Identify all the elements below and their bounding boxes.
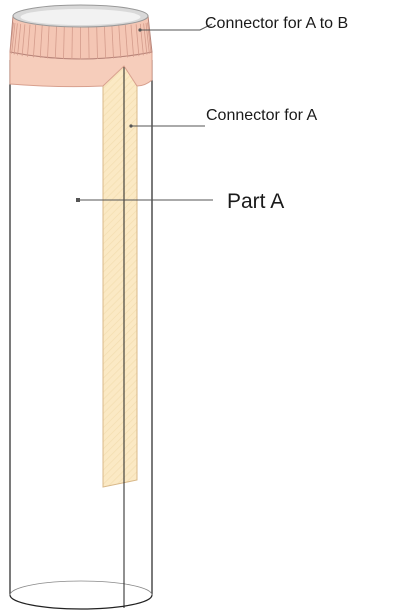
label-connector-a-to-b: Connector for A to B bbox=[205, 15, 348, 32]
ring-rib bbox=[21, 24, 26, 57]
ring-rib bbox=[9, 22, 14, 53]
ring-rib bbox=[71, 25, 73, 60]
ring-rib bbox=[54, 25, 57, 59]
ring-rib bbox=[145, 22, 150, 54]
ring-rib bbox=[96, 25, 98, 60]
ring-rib bbox=[13, 23, 18, 55]
ring-rib bbox=[104, 25, 107, 59]
ring-rib bbox=[118, 25, 122, 58]
callout-part-a: Part A bbox=[76, 190, 284, 213]
callout-connector-a: Connector for A bbox=[129, 107, 318, 128]
ring-rib bbox=[33, 24, 37, 58]
ring-rib bbox=[17, 23, 22, 56]
ring-rib bbox=[147, 22, 152, 53]
ring-rib bbox=[124, 24, 128, 58]
ring-rib bbox=[130, 24, 134, 57]
ring-rib bbox=[27, 24, 31, 57]
ring-rib bbox=[11, 22, 16, 54]
ring-rib bbox=[88, 25, 90, 60]
callout-connector-a-to-b: Connector for A to B bbox=[138, 15, 348, 32]
label-connector-a: Connector for A bbox=[206, 107, 318, 124]
connector-a-to-b-ring bbox=[9, 4, 153, 60]
ring-rib bbox=[47, 25, 50, 59]
ring-rib bbox=[63, 25, 65, 60]
connector-a-strip bbox=[102, 63, 138, 488]
label-part-a: Part A bbox=[227, 190, 284, 213]
ring-rib bbox=[143, 23, 148, 55]
ring-rib bbox=[135, 24, 140, 57]
ring-rib bbox=[111, 25, 114, 59]
ring-rib bbox=[39, 25, 43, 58]
